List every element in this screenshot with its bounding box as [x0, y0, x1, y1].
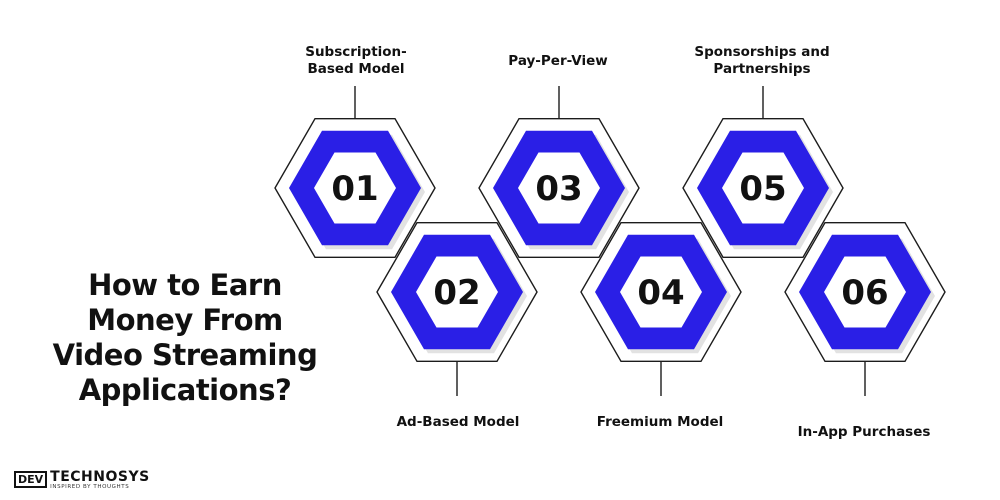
step-hexagon-02: 02 — [376, 221, 538, 396]
step-label-03-line-1: Pay-Per-View — [508, 53, 608, 69]
step-number-05: 05 — [739, 169, 786, 209]
hexagon-inner-02 — [416, 256, 498, 328]
step-label-02: Ad-Based Model — [358, 414, 558, 431]
brand-logo: DEV TECHNOSYS INSPIRED BY THOUGHTS — [14, 470, 150, 492]
hexagon-outline-04 — [580, 221, 742, 362]
logo-wordmark: TECHNOSYS INSPIRED BY THOUGHTS — [50, 470, 150, 491]
step-number-03: 03 — [535, 169, 582, 209]
page-heading: How to Earn Money From Video Streaming A… — [30, 268, 340, 408]
step-hexagon-04: 04 — [580, 221, 742, 396]
step-label-05-line-1: Sponsorships and — [694, 44, 830, 60]
step-hexagon-05: 05 — [682, 86, 844, 258]
hexagon-outline-03 — [478, 117, 640, 258]
step-label-05-line-2: Partnerships — [713, 61, 811, 77]
step-label-03: Pay-Per-View — [458, 53, 658, 70]
step-hexagon-01: 01 — [274, 86, 436, 258]
step-label-05: Sponsorships and Partnerships — [662, 44, 862, 78]
hexagon-inner-05 — [722, 152, 804, 224]
hexagon-outline-06 — [784, 221, 946, 362]
step-label-01: Subscription- Based Model — [256, 44, 456, 78]
step-label-04: Freemium Model — [560, 414, 760, 431]
step-label-01-line-2: Based Model — [307, 61, 405, 77]
step-hexagon-06: 06 — [784, 221, 946, 396]
logo-tagline: INSPIRED BY THOUGHTS — [50, 484, 130, 490]
hexagon-inner-03 — [518, 152, 600, 224]
logo-mark: DEV — [14, 471, 48, 488]
step-number-04: 04 — [637, 273, 684, 313]
logo-main-text: TECHNOSYS — [50, 469, 150, 485]
hexagon-outline-05 — [682, 117, 844, 258]
hexagon-inner-01 — [314, 152, 396, 224]
step-number-02: 02 — [433, 273, 480, 313]
step-number-06: 06 — [841, 273, 888, 313]
hexagon-inner-04 — [620, 256, 702, 328]
step-label-02-line-1: Ad-Based Model — [396, 414, 520, 430]
heading-line-1: How to Earn — [88, 268, 282, 302]
step-label-01-line-1: Subscription- — [305, 44, 407, 60]
step-label-06: In-App Purchases — [764, 424, 964, 441]
heading-line-3: Video Streaming — [52, 338, 318, 372]
step-number-01: 01 — [331, 169, 378, 209]
heading-line-2: Money From — [87, 303, 283, 337]
hexagon-inner-06 — [824, 256, 906, 328]
step-hexagon-03: 03 — [478, 86, 640, 258]
hexagon-outline-01 — [274, 117, 436, 258]
step-label-04-line-1: Freemium Model — [596, 414, 724, 430]
heading-line-4: Applications? — [78, 373, 292, 407]
step-label-06-line-1: In-App Purchases — [797, 424, 931, 440]
hexagon-outline-02 — [376, 221, 538, 362]
